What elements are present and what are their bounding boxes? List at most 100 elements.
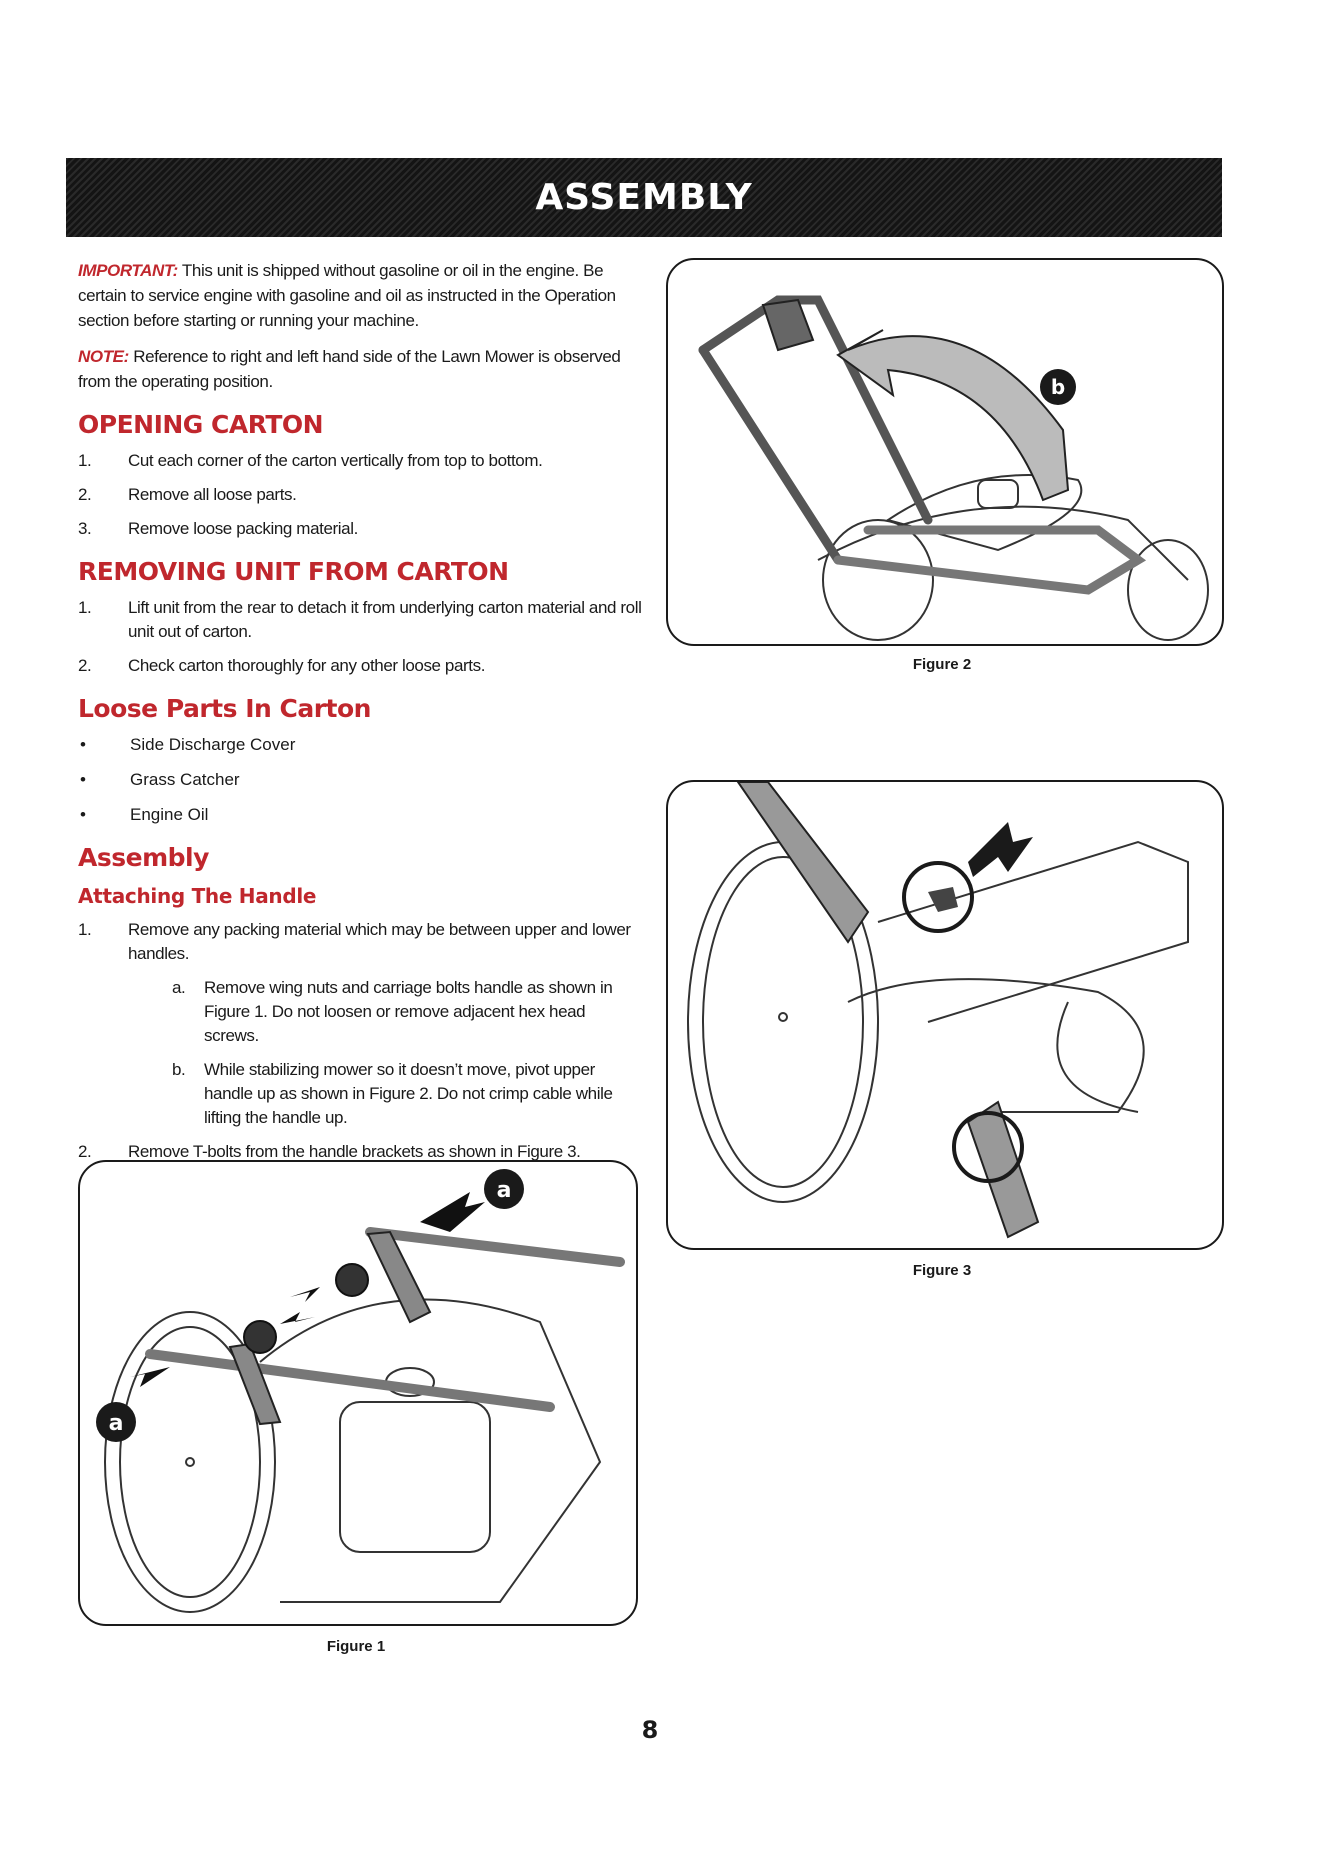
page-number: 8 xyxy=(641,1716,659,1744)
step-number: 3. xyxy=(78,519,92,538)
list-item: • Engine Oil xyxy=(78,803,644,827)
callout-label: a xyxy=(497,1178,512,1203)
figure-1-caption: Figure 1 xyxy=(326,1638,386,1655)
reference-note: NOTE: Reference to right and left hand s… xyxy=(78,344,644,394)
step-number: 2. xyxy=(78,1142,92,1161)
bullet: • xyxy=(80,805,86,824)
figure-2-illustration: b xyxy=(698,295,1209,641)
handle-bracket xyxy=(366,1230,432,1324)
heading-removing-unit: REMOVING UNIT FROM CARTON xyxy=(78,557,509,586)
figure-1: a a xyxy=(78,1160,638,1626)
list-item: 1. Lift unit from the rear to detach it f… xyxy=(78,596,644,644)
callout-b: b xyxy=(1040,369,1076,405)
important-note: IMPORTANT: This unit is shipped without … xyxy=(78,258,644,333)
list-item: • Side Discharge Cover xyxy=(78,733,644,757)
figure-3-caption: Figure 3 xyxy=(912,1262,972,1279)
figure-2-caption: Figure 2 xyxy=(912,656,972,673)
substep-text: Remove wing nuts and carriage bolts hand… xyxy=(204,978,613,1045)
step-number: 1. xyxy=(78,451,92,470)
bullet: • xyxy=(80,735,86,754)
figure-2: b xyxy=(666,258,1224,646)
part-name: Engine Oil xyxy=(130,805,209,824)
attaching-handle-steps: 1. Remove any packing material which may … xyxy=(78,918,644,966)
heading-opening-carton: OPENING CARTON xyxy=(78,410,324,439)
list-item: • Grass Catcher xyxy=(78,768,644,792)
deck-body xyxy=(847,978,1145,1113)
removing-unit-steps: 1. Lift unit from the rear to detach it f… xyxy=(78,596,644,678)
deck-outline xyxy=(817,505,1189,581)
list-item: 2. Remove T-bolts from the handle bracket… xyxy=(78,1140,644,1164)
handle-bar xyxy=(966,1100,1040,1239)
rear-guard xyxy=(1056,1001,1139,1113)
list-item: 3. Remove loose packing material. xyxy=(78,517,644,541)
wing-nut-icon xyxy=(243,1320,277,1354)
opening-carton-steps: 1. Cut each corner of the carton vertical… xyxy=(78,449,644,541)
step-number: 1. xyxy=(78,920,92,939)
section-banner: ASSEMBLY xyxy=(66,158,1222,237)
wing-nut-icon xyxy=(335,1263,369,1297)
heading-attaching-handle: Attaching The Handle xyxy=(78,884,317,908)
heading-assembly: Assembly xyxy=(78,843,209,872)
step-text: Cut each corner of the carton vertically… xyxy=(128,451,543,470)
wheel-hub xyxy=(185,1457,195,1467)
part-name: Side Discharge Cover xyxy=(130,735,296,754)
handle-bar xyxy=(736,782,870,944)
text-column: IMPORTANT: This unit is shipped without … xyxy=(78,258,644,1174)
wheel xyxy=(822,519,934,641)
substep-text: While stabilizing mower so it doesn’t mo… xyxy=(204,1060,613,1127)
arrow-icon xyxy=(280,1312,315,1324)
figure-1-illustration: a a xyxy=(96,1169,625,1613)
control-lever xyxy=(761,298,815,352)
list-item: 1. Cut each corner of the carton vertical… xyxy=(78,449,644,473)
figure-3-illustration xyxy=(687,782,1189,1239)
wheel xyxy=(104,1311,276,1613)
wheel-hub xyxy=(778,1012,788,1022)
step-text: Check carton thoroughly for any other lo… xyxy=(128,656,486,675)
banner-title: ASSEMBLY xyxy=(535,177,753,218)
note-lead: NOTE: xyxy=(78,347,129,366)
wheel-rim xyxy=(702,856,864,1188)
important-lead: IMPORTANT: xyxy=(78,261,178,280)
handle-bracket xyxy=(228,1342,282,1426)
callout-a-bottom: a xyxy=(96,1402,136,1442)
upper-handle xyxy=(698,345,843,565)
step-text: Remove loose packing material. xyxy=(128,519,358,538)
part-name: Grass Catcher xyxy=(130,770,240,789)
arrow-icon xyxy=(290,1287,320,1302)
oil-cap xyxy=(977,479,1019,509)
loose-parts-list: • Side Discharge Cover • Grass Catcher • En… xyxy=(78,733,644,827)
t-bolt-highlight xyxy=(902,861,974,933)
mower-body xyxy=(259,1298,602,1603)
step-number: 2. xyxy=(78,485,92,504)
callout-label: a xyxy=(109,1411,124,1436)
t-bolt-highlight xyxy=(952,1111,1024,1183)
step-text: Remove all loose parts. xyxy=(128,485,297,504)
arrow-icon xyxy=(130,1367,170,1387)
bullet: • xyxy=(80,770,86,789)
list-item: a. Remove wing nuts and carriage bolts ha… xyxy=(78,976,644,1048)
list-item: 1. Remove any packing material which may … xyxy=(78,918,644,966)
list-item: 2. Remove all loose parts. xyxy=(78,483,644,507)
step-text: Lift unit from the rear to detach it fro… xyxy=(128,598,642,641)
t-bolt-icon xyxy=(928,887,958,912)
lower-handle xyxy=(365,1227,625,1267)
heading-loose-parts: Loose Parts In Carton xyxy=(78,694,371,723)
wheel xyxy=(1127,539,1209,641)
figure-3 xyxy=(666,780,1224,1250)
step-number: 2. xyxy=(78,656,92,675)
step-text: Remove T-bolts from the handle brackets … xyxy=(128,1142,581,1161)
list-item: 2. Check carton thoroughly for any other … xyxy=(78,654,644,678)
pivot-arrow xyxy=(836,329,1070,502)
callout-label: b xyxy=(1051,375,1065,399)
substep-letter: b. xyxy=(172,1060,186,1079)
list-item: b. While stabilizing mower so it doesn’t … xyxy=(78,1058,644,1130)
callout-a-top: a xyxy=(484,1169,524,1209)
arrow-icon xyxy=(968,822,1033,877)
step-text: Remove any packing material which may be… xyxy=(128,920,631,963)
attaching-handle-substeps: a. Remove wing nuts and carriage bolts ha… xyxy=(78,976,644,1130)
arrow-icon xyxy=(420,1192,485,1232)
substep-letter: a. xyxy=(172,978,186,997)
step-number: 1. xyxy=(78,598,92,617)
attaching-handle-steps-continued: 2. Remove T-bolts from the handle bracket… xyxy=(78,1140,644,1164)
lower-handle xyxy=(833,525,1147,595)
